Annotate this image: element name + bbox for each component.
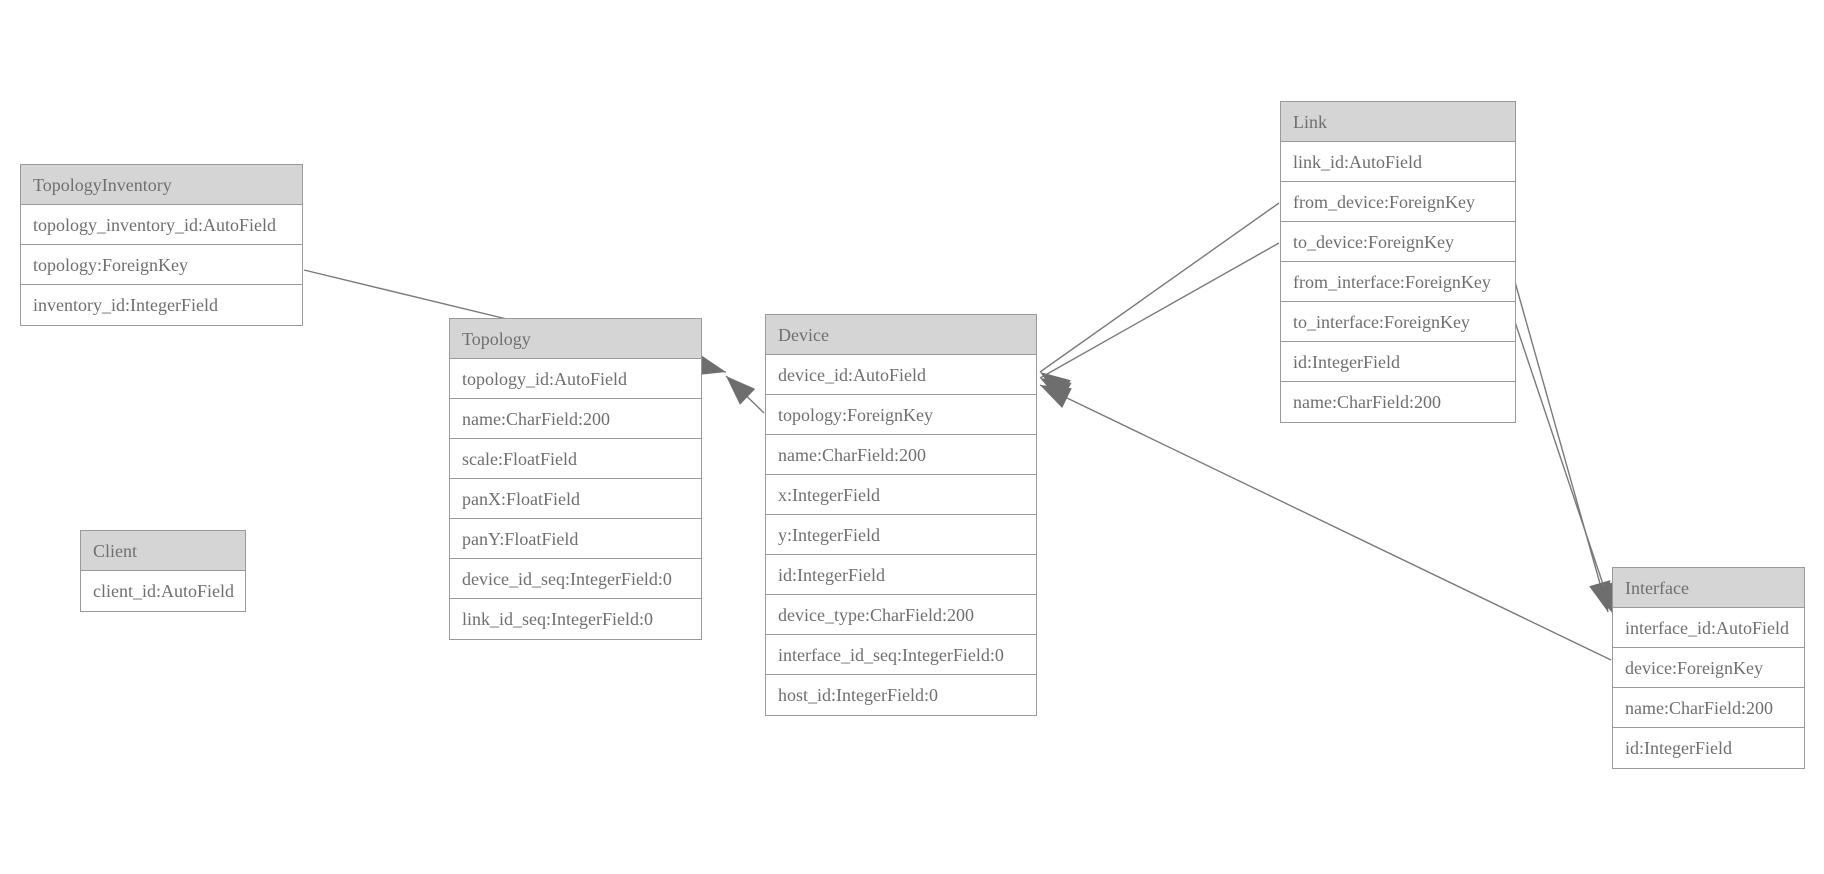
entity-field[interactable]: topology:ForeignKey — [21, 245, 302, 285]
entity-field[interactable]: panX:FloatField — [450, 479, 701, 519]
rel-link-frominterface-interface — [1514, 281, 1611, 613]
relationship-line — [1514, 281, 1609, 613]
entity-field[interactable]: y:IntegerField — [766, 515, 1036, 555]
entity-field[interactable]: device:ForeignKey — [1613, 648, 1804, 688]
entity-field[interactable]: interface_id_seq:IntegerField:0 — [766, 635, 1036, 675]
entity-field[interactable]: link_id:AutoField — [1281, 142, 1515, 182]
entity-field[interactable]: from_interface:ForeignKey — [1281, 262, 1515, 302]
entity-field[interactable]: x:IntegerField — [766, 475, 1036, 515]
relationship-line — [1039, 384, 1612, 661]
entity-field[interactable]: id:IntegerField — [1613, 728, 1804, 768]
relationship-line — [1514, 321, 1614, 615]
entity-title-topology: Topology — [450, 319, 701, 359]
rel-link-tointerface-interface — [1514, 321, 1614, 615]
entity-field[interactable]: panY:FloatField — [450, 519, 701, 559]
entity-field[interactable]: name:CharField:200 — [766, 435, 1036, 475]
arrowhead-icon — [1040, 372, 1071, 399]
entity-field[interactable]: topology_inventory_id:AutoField — [21, 205, 302, 245]
rel-link-todevice-device — [1039, 242, 1280, 403]
arrowhead-icon — [1040, 378, 1072, 403]
entity-field[interactable]: device_id_seq:IntegerField:0 — [450, 559, 701, 599]
entity-title-interface: Interface — [1613, 568, 1804, 608]
entity-field[interactable]: topology:ForeignKey — [766, 395, 1036, 435]
entity-title-topology_inventory: TopologyInventory — [21, 165, 302, 205]
arrowhead-icon — [1040, 385, 1072, 409]
entity-field[interactable]: client_id:AutoField — [81, 571, 245, 611]
entity-field[interactable]: id:IntegerField — [766, 555, 1036, 595]
entity-field[interactable]: host_id:IntegerField:0 — [766, 675, 1036, 715]
relationship-line — [1039, 242, 1280, 379]
entity-field[interactable]: to_interface:ForeignKey — [1281, 302, 1515, 342]
entity-field[interactable]: topology_id:AutoField — [450, 359, 701, 399]
entity-field[interactable]: name:CharField:200 — [1613, 688, 1804, 728]
relationship-line — [1039, 202, 1280, 373]
rel-link-fromdevice-device — [1039, 202, 1280, 399]
arrowhead-icon — [726, 376, 756, 405]
entity-field[interactable]: name:CharField:200 — [1281, 382, 1515, 422]
entity-field[interactable]: interface_id:AutoField — [1613, 608, 1804, 648]
entity-title-link: Link — [1281, 102, 1515, 142]
entity-title-client: Client — [81, 531, 245, 571]
entity-title-device: Device — [766, 315, 1036, 355]
entity-field[interactable]: link_id_seq:IntegerField:0 — [450, 599, 701, 639]
entity-field[interactable]: device_type:CharField:200 — [766, 595, 1036, 635]
entity-field[interactable]: inventory_id:IntegerField — [21, 285, 302, 325]
entity-field[interactable]: scale:FloatField — [450, 439, 701, 479]
entity-field[interactable]: name:CharField:200 — [450, 399, 701, 439]
entity-field[interactable]: to_device:ForeignKey — [1281, 222, 1515, 262]
entity-field[interactable]: id:IntegerField — [1281, 342, 1515, 382]
relationship-line — [725, 375, 765, 414]
entity-field[interactable]: from_device:ForeignKey — [1281, 182, 1515, 222]
entity-field[interactable]: device_id:AutoField — [766, 355, 1036, 395]
rel-device-topology — [725, 375, 765, 414]
